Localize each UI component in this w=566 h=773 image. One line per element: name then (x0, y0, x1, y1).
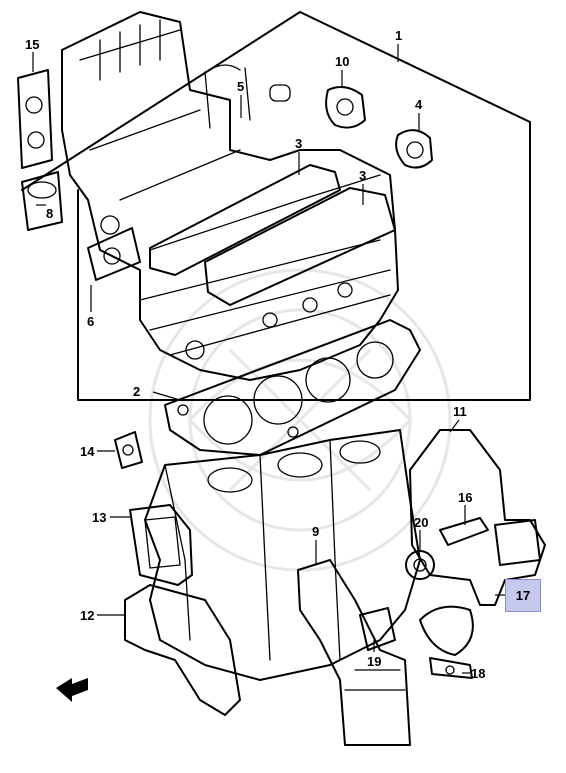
callout-13: 13 (92, 510, 106, 525)
callout-16: 16 (458, 490, 472, 505)
callout-8: 8 (46, 206, 53, 221)
callout-15: 15 (25, 37, 39, 52)
cylinder-block (144, 429, 421, 681)
highlighted-callout-17[interactable]: 17 (505, 579, 541, 612)
block-side-gaskets (114, 431, 241, 716)
rocker-cover-gaskets (149, 164, 396, 306)
cylinder-head-assembly (61, 11, 399, 381)
water-inlet-pipe (297, 559, 474, 746)
front-arrow-icon (56, 678, 88, 702)
callout-10: 10 (335, 54, 349, 69)
callout-3-second: 3 (359, 168, 366, 183)
callout-18: 18 (471, 666, 485, 681)
highlighted-callout-label: 17 (515, 588, 531, 603)
left-gaskets (17, 69, 141, 281)
callout-5: 5 (237, 79, 244, 94)
callout-14: 14 (80, 444, 95, 459)
callout-12: 12 (80, 608, 94, 623)
callout-2: 2 (133, 384, 140, 399)
callout-6: 6 (87, 314, 94, 329)
callout-19: 19 (367, 654, 381, 669)
flange-gaskets (325, 85, 433, 169)
leader-lines (32, 44, 505, 674)
callout-11: 11 (453, 404, 467, 419)
callout-9: 9 (312, 524, 319, 539)
callout-4: 4 (415, 97, 423, 112)
callout-1: 1 (395, 28, 402, 43)
head-gasket (164, 319, 421, 456)
callout-3: 3 (295, 136, 302, 151)
callout-labels: 1 2 3 3 4 5 6 8 9 10 11 12 13 14 15 16 1… (25, 28, 485, 681)
gasket-kit-outline (21, 11, 531, 401)
water-pump-gaskets (405, 429, 546, 606)
watermark (148, 268, 452, 572)
callout-20: 20 (414, 515, 428, 530)
